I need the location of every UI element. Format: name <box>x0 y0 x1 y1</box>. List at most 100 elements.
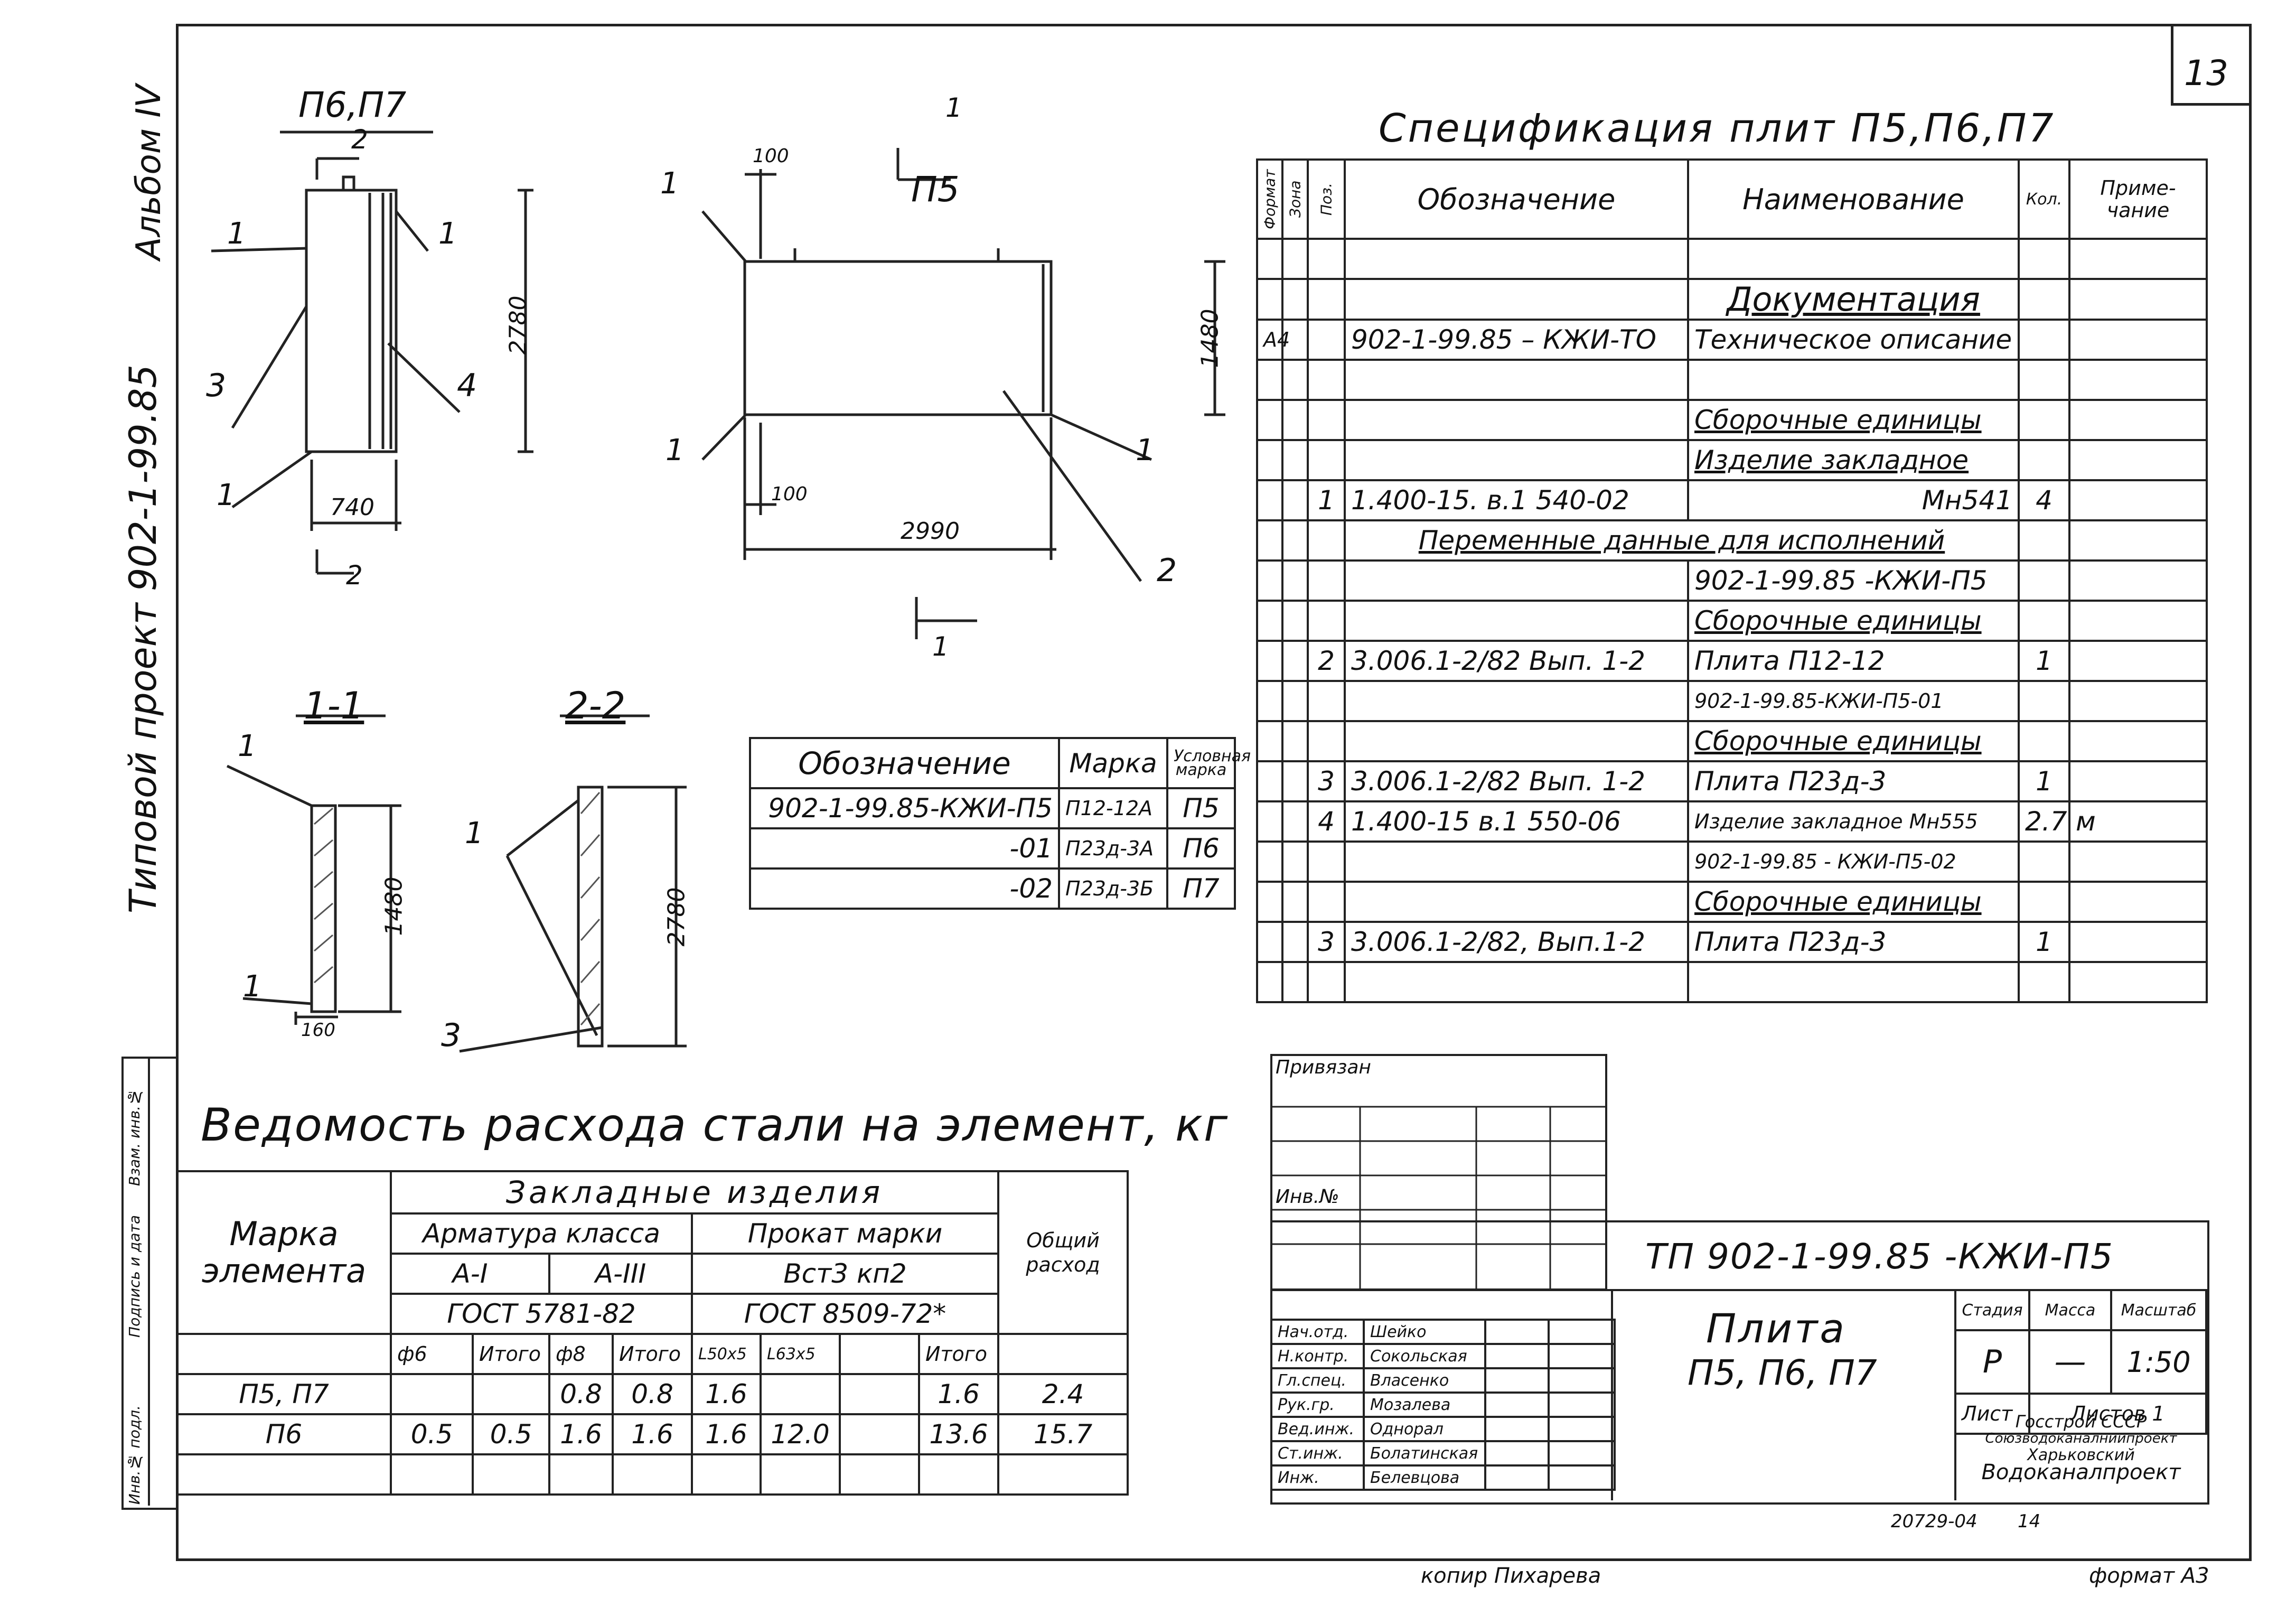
spec-cell-name: Сборочные единицы <box>1687 881 2020 923</box>
spec-cell-zone <box>1281 881 1309 923</box>
dim-2780: 2780 <box>504 295 532 355</box>
table-row: Ст.инж.Болатинская <box>1270 1440 1616 1467</box>
signature-role: Н.контр. <box>1270 1343 1365 1369</box>
spec-cell-designation <box>1344 278 1689 321</box>
title-block-hline <box>1270 1289 2205 1291</box>
signature-name: Власенко <box>1363 1367 1486 1394</box>
spec-cell-note <box>2068 760 2208 802</box>
spec-cell-qty: 1 <box>2018 760 2070 802</box>
stage-table: Стадия Масса Масштаб Р — 1:50 Лист Листо… <box>1954 1289 2207 1435</box>
spec-cell-designation: 3.006.1-2/82 Вып. 1-2 <box>1344 640 1689 682</box>
spec-cell-name: Мн541 <box>1687 479 2020 521</box>
stage-value: Р <box>1954 1329 2030 1395</box>
dim-2990: 2990 <box>901 518 960 545</box>
spec-cell-name <box>1687 359 2020 401</box>
spec-cell-zone <box>1281 640 1309 682</box>
signature-date <box>1548 1440 1616 1467</box>
spec-cell-designation <box>1344 881 1689 923</box>
spec-cell-name: Изделие закладное <box>1687 439 2020 481</box>
steel-col-blank <box>997 1333 1129 1375</box>
spec-cell-format <box>1256 680 1283 722</box>
spec-cell-note <box>2068 519 2208 562</box>
spec-cell-note <box>2068 961 2208 1003</box>
spec-cell-name <box>1687 238 2020 280</box>
steel-header-gost2: ГОСТ 8509-72* <box>690 1293 1000 1335</box>
callout-1: 1 <box>438 217 457 251</box>
org-line-3: Харьковский <box>2027 1446 2135 1464</box>
table-row: ГОСТ 5781-82 ГОСТ 8509-72* <box>177 1293 1128 1335</box>
marks-cell-designation: -02 <box>749 867 1060 910</box>
spec-cell-pos <box>1307 600 1346 642</box>
spec-cell-format <box>1256 519 1283 562</box>
steel-table: Марка элемента Закладные изделия Общий р… <box>176 1170 1129 1496</box>
signature-role: Нач.отд. <box>1270 1319 1365 1345</box>
steel-col: Итого <box>472 1333 550 1375</box>
spec-cell-qty: 1 <box>2018 921 2070 963</box>
signature-sign <box>1484 1440 1550 1467</box>
table-row <box>176 1453 1129 1496</box>
spec-cell-pos: 3 <box>1307 760 1346 802</box>
callout-1: 1 <box>243 969 262 1004</box>
dim-2780-section: 2780 <box>663 887 690 947</box>
spec-cell-designation <box>1344 439 1689 481</box>
table-row: Стадия Масса Масштаб <box>1954 1289 2207 1331</box>
spec-cell-zone <box>1281 479 1309 521</box>
spec-cell-pos <box>1307 881 1346 923</box>
marks-header-conv: Условная марка <box>1166 737 1251 789</box>
spec-cell-name: Техническое описание <box>1687 319 2020 361</box>
dim-740: 740 <box>330 494 374 521</box>
table-row: 902-1-99.85-КЖИ-П5-01 <box>1256 680 2208 722</box>
spec-cell-format <box>1256 961 1283 1003</box>
side-stamp-inv: Инв.№ подл. <box>126 1405 143 1505</box>
dim-1480-section: 1480 <box>380 876 408 936</box>
marks-header-designation: Обозначение <box>749 737 1060 789</box>
steel-header-total: Общий расход <box>997 1170 1129 1335</box>
doc-code: ТП 902-1-99.85 -КЖИ-П5 <box>1645 1236 2114 1277</box>
steel-col <box>839 1333 920 1375</box>
steel-header-ai: А-I <box>390 1253 550 1295</box>
spec-cell-qty <box>2018 840 2070 883</box>
callout-1: 1 <box>1136 433 1155 468</box>
signature-date <box>1548 1391 1616 1418</box>
spec-cell-name <box>1687 961 2020 1003</box>
side-stamp-divider <box>148 1057 150 1506</box>
marks-cell-designation: -01 <box>749 827 1060 870</box>
stage-header: Стадия <box>1954 1289 2030 1331</box>
spec-cell-designation <box>1344 720 1689 762</box>
table-row: Н.контр.Сокольская <box>1270 1343 1616 1369</box>
spec-cell-note <box>2068 278 2208 321</box>
table-row: Обозначение Марка Условная марка <box>749 737 1251 789</box>
spec-cell-zone <box>1281 760 1309 802</box>
steel-col: L50x5 <box>691 1333 762 1375</box>
spec-header-format: Формат <box>1257 160 1282 239</box>
spec-cell-name: Сборочные единицы <box>1687 600 2020 642</box>
spec-cell-zone <box>1281 680 1309 722</box>
spec-cell-pos <box>1307 680 1346 722</box>
scale-value: 1:50 <box>2110 1329 2207 1395</box>
callout-2-bottom: 2 <box>346 560 363 591</box>
steel-cell-value: 1.6 <box>691 1413 762 1455</box>
table-row: Переменные данные для исполнений <box>1256 519 2208 562</box>
binding-grid <box>1270 1106 1605 1288</box>
callout-1-section-top: 1 <box>945 92 962 123</box>
marks-table: Обозначение Марка Условная марка 902-1-9… <box>749 737 1251 910</box>
signature-date <box>1548 1464 1616 1491</box>
spec-cell-name: Документация <box>1687 278 2020 321</box>
table-row: Гл.спец.Власенко <box>1270 1367 1616 1394</box>
spec-cell-pos <box>1307 720 1346 762</box>
spec-cell-qty <box>2018 359 2070 401</box>
table-row: Документация <box>1256 278 2208 321</box>
callout-3: 3 <box>206 367 227 404</box>
dim-1480: 1480 <box>1196 309 1224 368</box>
table-row: Рук.гр.Мозалева <box>1270 1391 1616 1418</box>
steel-header-gost1: ГОСТ 5781-82 <box>390 1293 693 1335</box>
signature-sign <box>1484 1391 1550 1418</box>
spec-cell-note <box>2068 680 2208 722</box>
drawing-views <box>211 130 1225 1053</box>
bottom-code: 20729-04 <box>1891 1511 1978 1532</box>
